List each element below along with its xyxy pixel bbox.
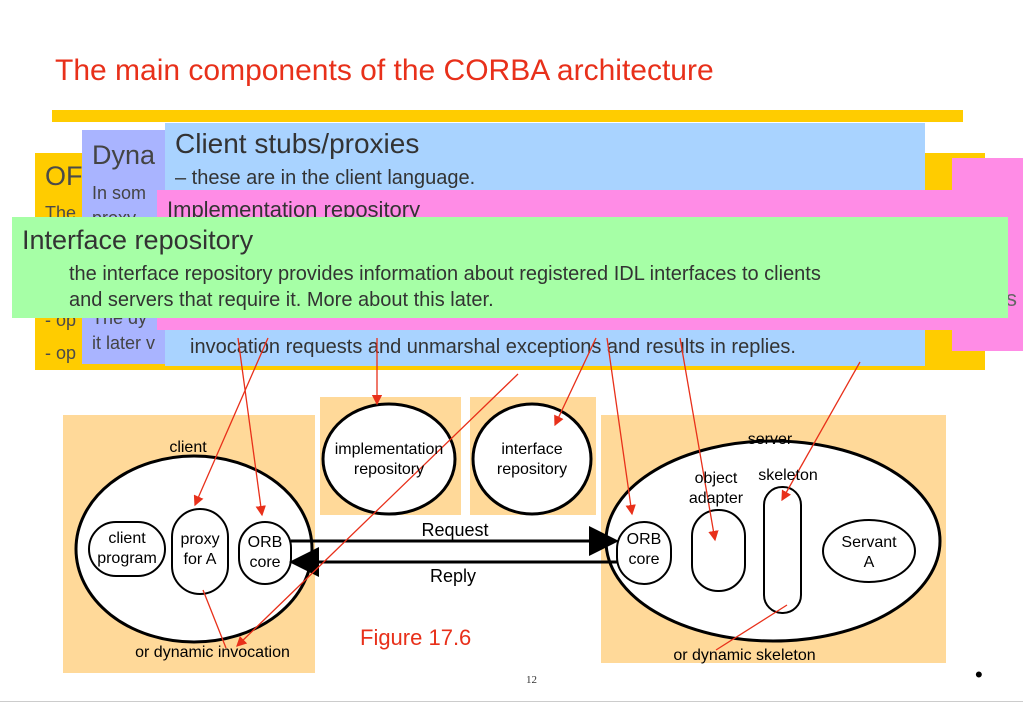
iface-repo-line-2: repository	[496, 461, 568, 478]
title-underline	[52, 110, 963, 122]
dynamic-invocation-label: or dynamic invocation	[135, 644, 290, 661]
bullet-mark: •	[975, 662, 983, 687]
impl-repo-line-1: implementation	[334, 441, 444, 458]
stub-box-heading: Client stubs/proxies	[175, 128, 420, 159]
proxy-pointer-arrow	[193, 337, 269, 507]
client-program-label: client program	[89, 529, 165, 569]
proxy-to-dynamic-line	[202, 589, 227, 649]
orb-box-heading: OF	[45, 161, 83, 191]
skeleton-to-dynamic-line	[715, 604, 788, 651]
proxy-label: proxy for A	[172, 530, 228, 570]
dynamic-box-line-4: it later v	[92, 333, 156, 353]
orb-core-right-pointer-arrow	[606, 337, 636, 516]
impl-repo-ellipse	[321, 402, 457, 516]
iface-box-line-1: the interface repository provides inform…	[69, 263, 821, 285]
servant-label: Servant A	[823, 533, 915, 573]
skeleton-shape	[763, 486, 802, 614]
interface-repository-box: Interface repository the interface repos…	[12, 217, 1008, 318]
object-adapter-line-1: object	[694, 470, 738, 487]
object-adapter-shape	[691, 509, 746, 592]
proxy-shape	[171, 508, 229, 595]
page-number: 12	[526, 674, 537, 686]
orb-box-line-3: - op	[45, 343, 77, 363]
orb-core-left-line-1: ORB	[247, 534, 283, 551]
iface-box-heading: Interface repository	[22, 225, 254, 255]
object-adapter-label: object adapter	[680, 469, 752, 509]
orb-core-left-line-2: core	[249, 554, 281, 571]
orb-core-left-label: ORB core	[239, 533, 291, 573]
object-adapter-pointer-arrow	[679, 337, 719, 542]
impl-repo-label: implementation repository	[323, 440, 455, 480]
servant-line-2: A	[863, 554, 875, 571]
orb-core-right-label: ORB core	[617, 530, 671, 570]
dynamic-skeleton-label: or dynamic skeleton	[673, 647, 816, 664]
skeleton-label: skeleton	[758, 467, 818, 484]
figure-caption: Figure 17.6	[360, 625, 472, 650]
iface-repo-line-1: interface	[501, 441, 563, 458]
stub-box-line-1: – these are in the client language.	[175, 167, 476, 189]
server-label: server	[747, 431, 793, 448]
skeleton-pointer-arrow	[781, 361, 861, 502]
proxy-line-2: for A	[183, 551, 217, 568]
iface-repo-ellipse	[471, 402, 593, 516]
request-label: Request	[421, 520, 489, 540]
proxy-line-1: proxy	[180, 531, 220, 548]
reply-label: Reply	[429, 566, 477, 586]
page-title: The main components of the CORBA archite…	[55, 54, 714, 87]
orb-core-right-line-1: ORB	[626, 531, 662, 548]
dynamic-invocation-arrow	[236, 373, 519, 647]
object-adapter-line-2: adapter	[688, 490, 744, 507]
servant-line-1: Servant	[841, 534, 897, 551]
dynamic-box-line-1: In som	[92, 183, 147, 203]
client-program-shape	[88, 521, 166, 577]
iface-box-line-2: and servers that require it. More about …	[69, 289, 494, 311]
orb-core-pointer-arrow	[237, 337, 266, 517]
right-pink-text: s	[1006, 286, 1017, 311]
stub-box-line-2: invocation requests and unmarshal except…	[190, 336, 796, 358]
orb-core-right-line-2: core	[628, 551, 660, 568]
client-label: client	[169, 439, 207, 456]
servant-shape	[822, 519, 916, 583]
dynamic-box-heading: Dyna	[92, 140, 156, 170]
iface-repo-pointer-arrow	[554, 337, 597, 427]
client-program-line-2: program	[97, 550, 157, 567]
client-program-line-1: client	[108, 530, 146, 547]
footer-divider	[0, 701, 1023, 702]
iface-repo-label: interface repository	[474, 440, 590, 480]
impl-repo-line-2: repository	[353, 461, 425, 478]
